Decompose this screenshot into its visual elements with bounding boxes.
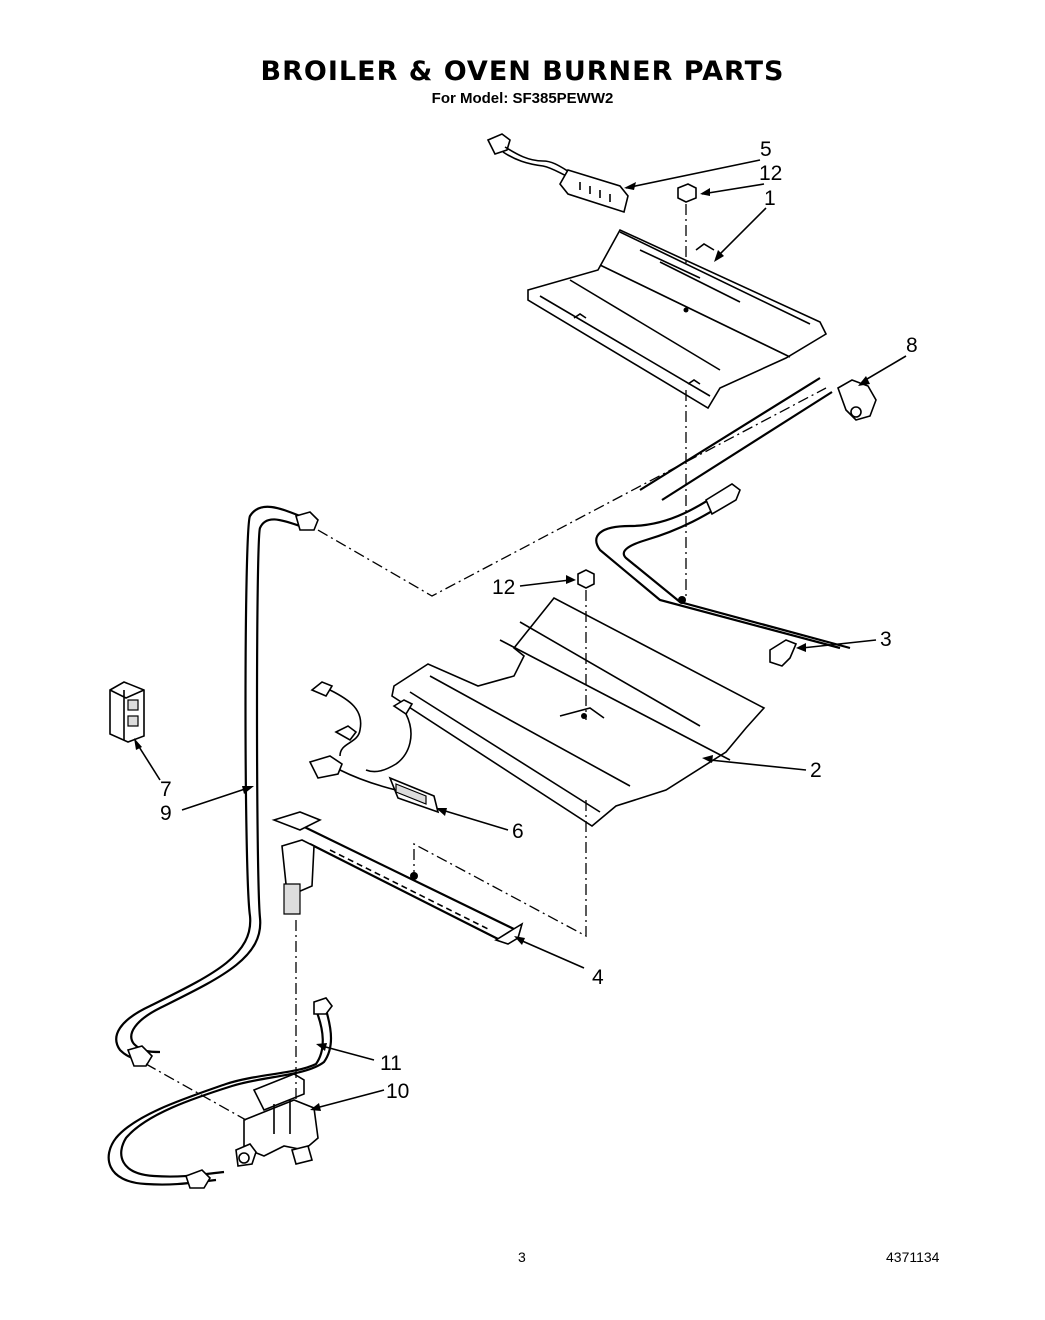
page-title: BROILER & OVEN BURNER PARTS bbox=[260, 56, 785, 87]
document-number: 4371134 bbox=[886, 1249, 940, 1265]
callout-1: 1 bbox=[764, 187, 776, 210]
callout-11: 11 bbox=[380, 1052, 402, 1075]
gas-valve bbox=[235, 1073, 319, 1167]
nut-upper bbox=[677, 183, 697, 203]
broiler-burner bbox=[595, 377, 877, 667]
callout-10: 10 bbox=[386, 1080, 409, 1103]
callout-2: 2 bbox=[810, 759, 822, 782]
callout-5: 5 bbox=[760, 138, 772, 161]
callout-6: 6 bbox=[512, 820, 524, 843]
gas-tube bbox=[115, 505, 319, 1067]
assembly-lines bbox=[145, 204, 827, 1121]
callout-9: 9 bbox=[160, 802, 172, 825]
callout-7: 7 bbox=[160, 778, 172, 801]
callout-8: 8 bbox=[906, 334, 918, 357]
nut-lower bbox=[577, 569, 595, 589]
callout-4: 4 bbox=[592, 966, 604, 989]
oven-burner bbox=[271, 811, 524, 945]
terminal-block bbox=[109, 681, 145, 743]
oven-igniter bbox=[308, 681, 440, 814]
leader-arrows bbox=[134, 159, 907, 1111]
callout-12-upper: 12 bbox=[759, 162, 782, 185]
broiler-igniter bbox=[486, 133, 629, 214]
page-number: 3 bbox=[518, 1249, 526, 1265]
oven-baffle bbox=[391, 596, 766, 827]
callout-12-lower: 12 bbox=[492, 576, 515, 599]
model-subtitle: For Model: SF385PEWW2 bbox=[431, 90, 614, 107]
valve-tube bbox=[107, 997, 333, 1189]
broiler-baffle bbox=[527, 228, 828, 410]
callout-3: 3 bbox=[880, 628, 892, 651]
